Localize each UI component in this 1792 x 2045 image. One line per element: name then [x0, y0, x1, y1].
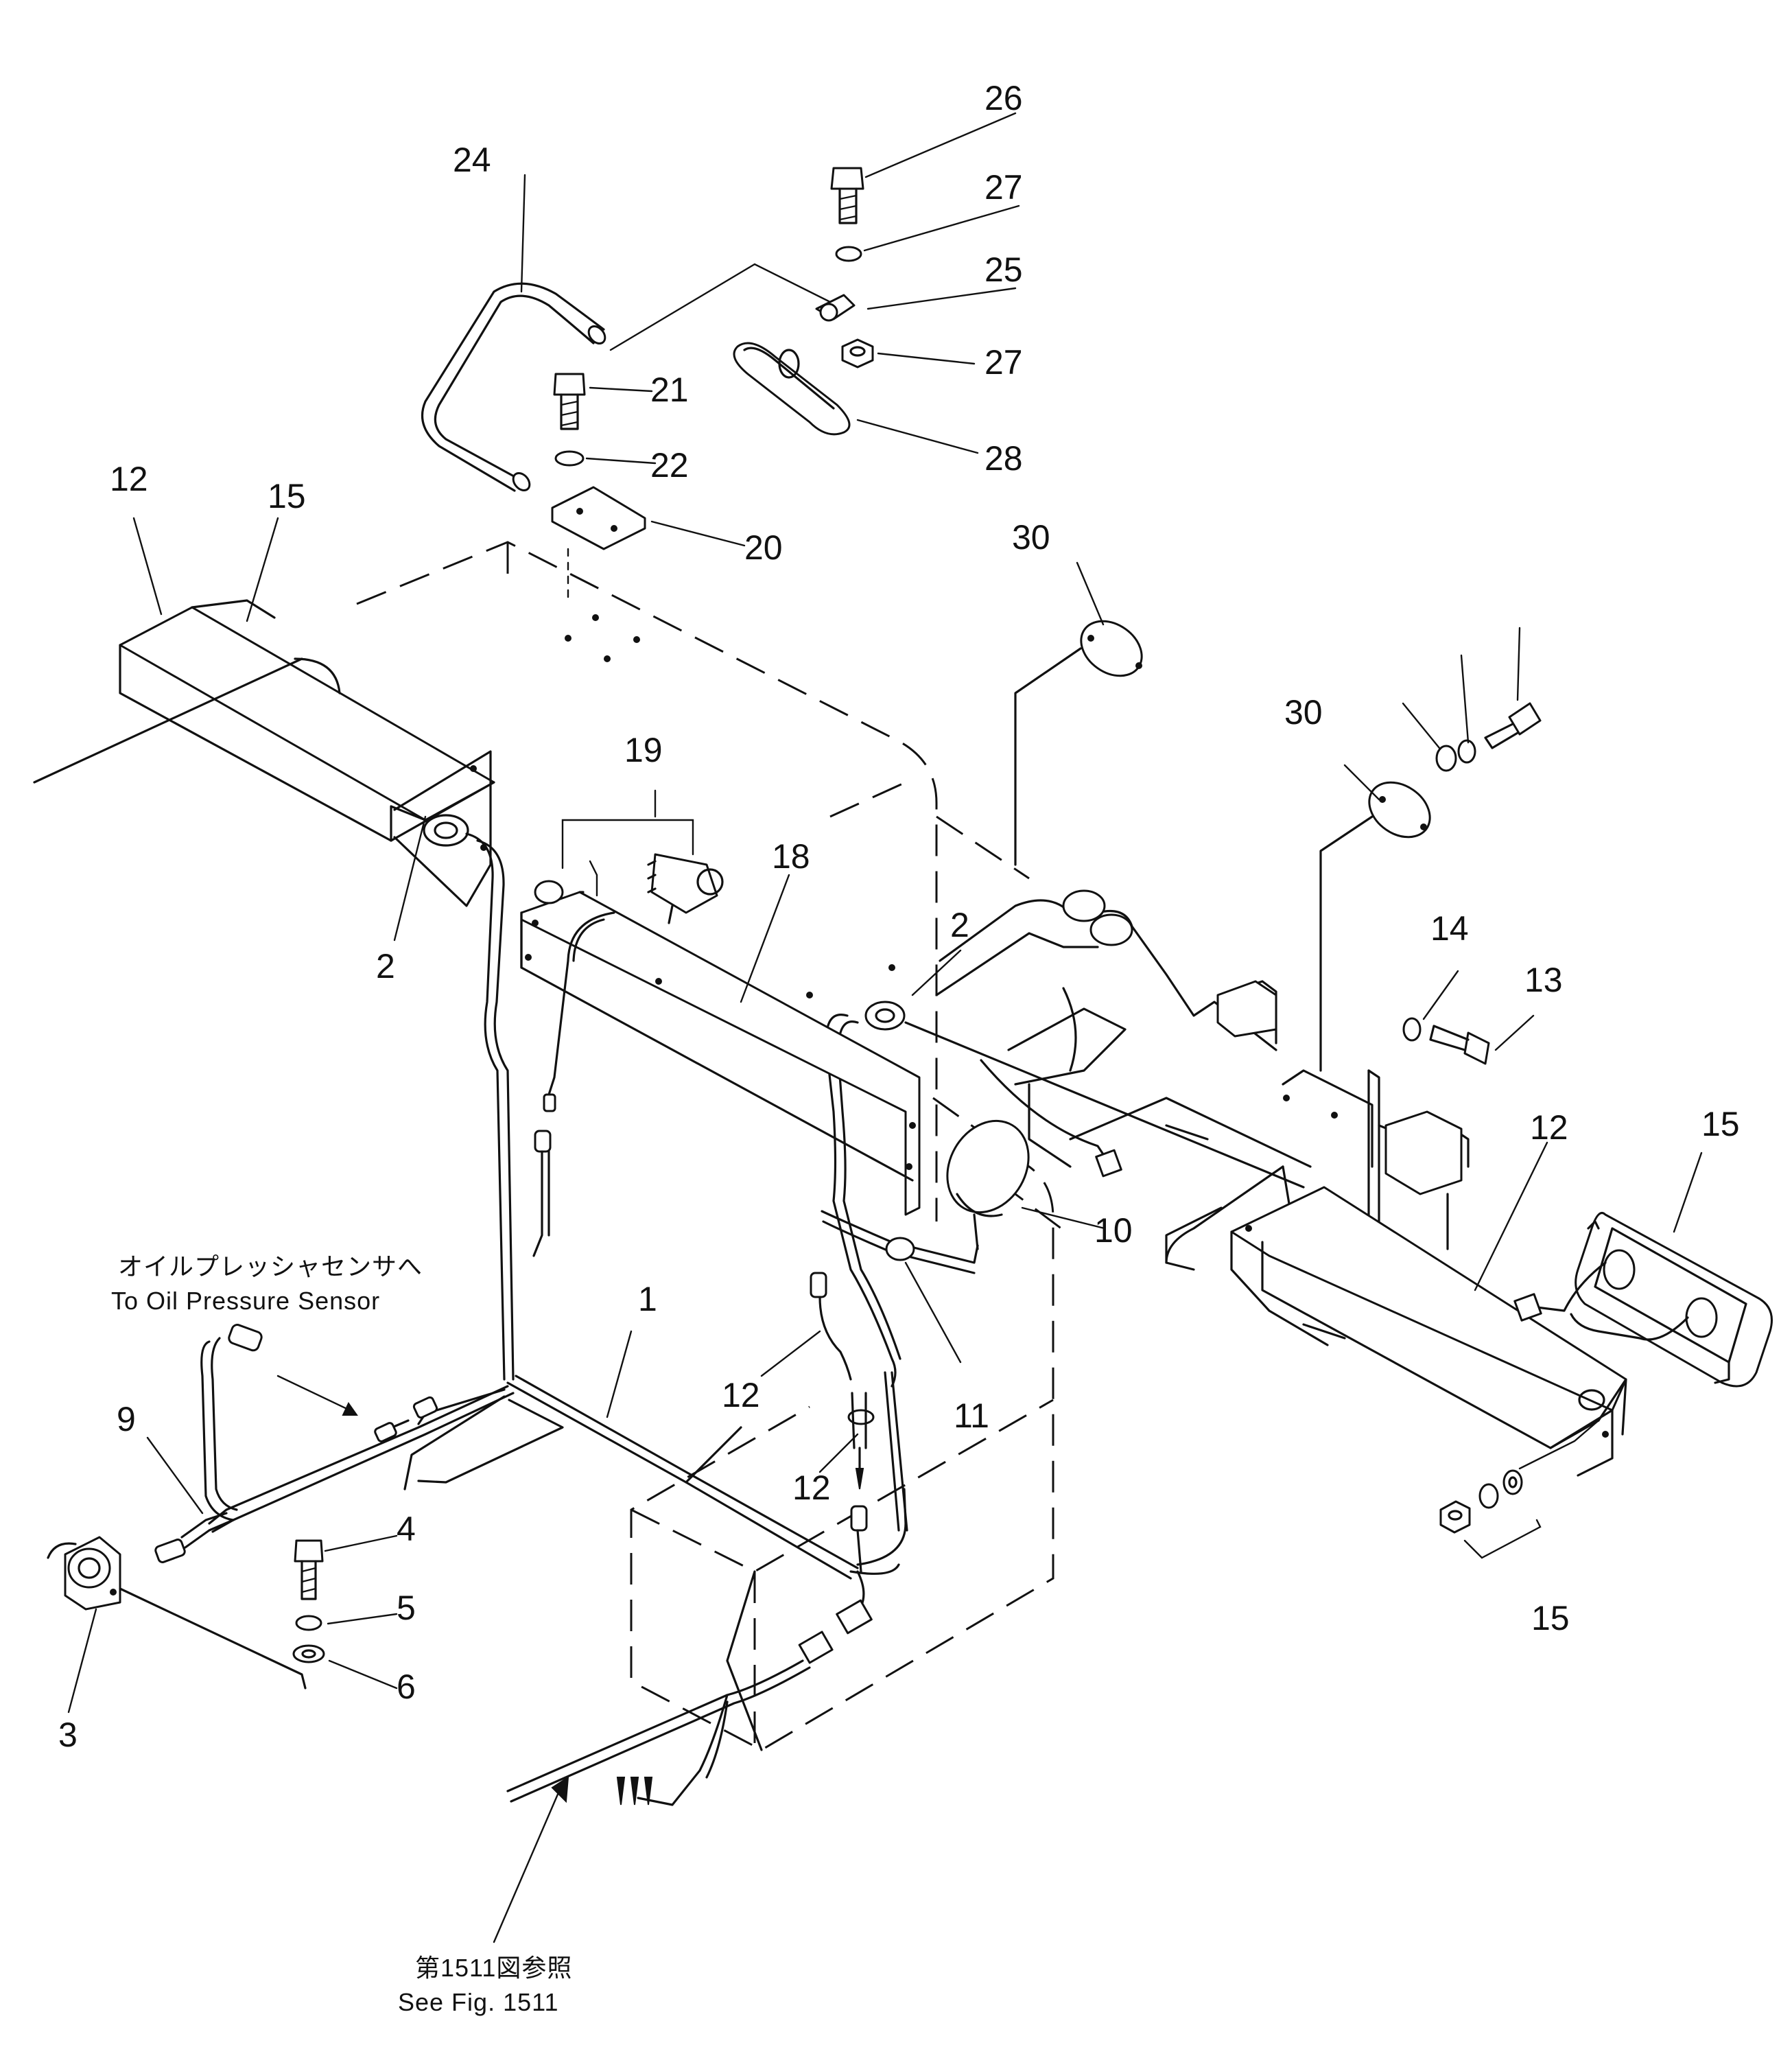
grommet-connector — [847, 1392, 875, 1490]
label-14: 14 — [1430, 909, 1469, 948]
label-16: 18 — [772, 837, 810, 876]
label-24: 27 — [985, 168, 1023, 207]
label-27-right: 30 — [1284, 693, 1323, 732]
left-lamp-bracket — [33, 599, 495, 907]
leader-lines — [67, 112, 1703, 1943]
right-lamp-bracket — [1230, 1069, 1627, 1477]
note-see-fig-en: See Fig. 1511 — [398, 1988, 558, 2016]
switch — [534, 819, 724, 924]
work-lamp — [946, 1119, 1030, 1250]
label-5: 5 — [397, 1589, 416, 1627]
label-11: 12 — [792, 1469, 831, 1507]
main-harness — [208, 832, 908, 1806]
label-3: 3 — [58, 1716, 78, 1754]
label-20: 22 — [650, 446, 689, 484]
label-27-top: 30 — [1012, 518, 1050, 557]
note-see-fig-jp: 第1511図参照 — [415, 1954, 572, 1982]
note-oil-pressure-en: To Oil Pressure Sensor — [111, 1287, 380, 1315]
label-1: 1 — [638, 1280, 657, 1318]
sensor — [47, 1536, 307, 1690]
label-22: 25 — [985, 250, 1023, 289]
rear-frame — [806, 889, 1470, 1271]
notes: オイルプレッシャセンサへ To Oil Pressure Sensor 第151… — [111, 1252, 572, 2016]
label-25: 27 — [985, 343, 1023, 382]
label-12-left: 12 — [110, 460, 148, 498]
label-13: 13 — [1524, 961, 1563, 999]
label-17: 19 — [624, 731, 663, 769]
center-wiring — [810, 1001, 1305, 1573]
right-hardware — [1014, 620, 1600, 1559]
tail-lamp — [1513, 1212, 1773, 1388]
label-7: 9 — [117, 1400, 136, 1438]
label-18: 20 — [744, 528, 783, 567]
top-parts — [421, 167, 874, 662]
label-10: 12 — [722, 1376, 760, 1414]
label-4: 4 — [397, 1510, 416, 1548]
rear-panel — [520, 819, 921, 1257]
left-harness — [47, 1324, 438, 1690]
label-26: 28 — [985, 439, 1023, 478]
label-21: 24 — [453, 141, 491, 179]
label-15-bottom: 15 — [1531, 1599, 1570, 1637]
bolt-washer-set — [292, 1539, 325, 1663]
label-15-right: 15 — [1701, 1105, 1740, 1143]
label-2-left: 2 — [376, 947, 395, 985]
note-oil-pressure-jp: オイルプレッシャセンサへ — [118, 1252, 423, 1281]
part-labels: 26 27 25 27 28 24 21 22 20 12 15 30 30 1… — [58, 79, 1740, 1754]
label-15-left: 15 — [268, 477, 306, 515]
label-9: 11 — [954, 1397, 989, 1435]
label-19: 21 — [650, 371, 689, 409]
label-12-right: 12 — [1530, 1108, 1568, 1147]
label-6: 6 — [397, 1668, 416, 1706]
label-23: 26 — [985, 79, 1023, 117]
label-8: 10 — [1094, 1211, 1133, 1250]
label-2-center: 2 — [950, 906, 969, 944]
